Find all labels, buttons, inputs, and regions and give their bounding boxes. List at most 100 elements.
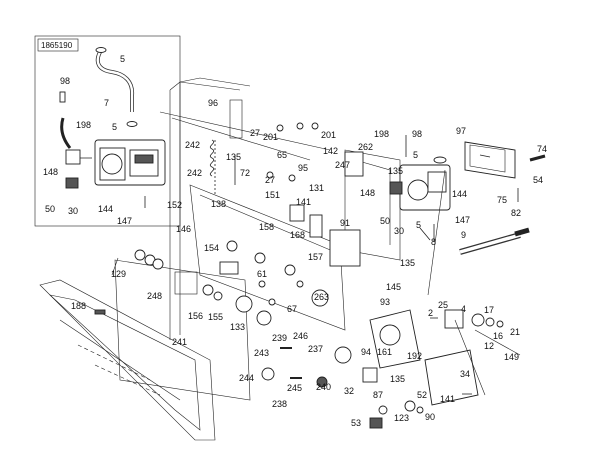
part-label: 54 (533, 175, 543, 185)
part-label: 98 (412, 129, 422, 139)
part-label: 237 (308, 344, 323, 354)
part-label: 17 (484, 305, 494, 315)
part-label: 248 (147, 291, 162, 301)
inset-gas-pipe-inner (96, 51, 134, 112)
part-label: 27 (265, 175, 275, 185)
part-label: 192 (407, 351, 422, 361)
part-label: 4 (461, 304, 466, 314)
part-label: 158 (259, 222, 274, 232)
ref-code-box (37, 38, 79, 52)
part-label: 147 (455, 215, 470, 225)
part-label: 240 (316, 382, 331, 392)
part-label: 87 (373, 390, 383, 400)
part-label: 5 (416, 220, 421, 230)
cover-plate-34 (424, 349, 479, 406)
chassis-frame (169, 77, 251, 340)
part-label: 135 (226, 152, 241, 162)
part-label: 147 (117, 216, 132, 226)
part-label: 144 (98, 204, 113, 214)
part-label: 155 (208, 312, 223, 322)
part-label: 52 (417, 390, 427, 400)
inset-pilot-tube (60, 117, 72, 149)
inset-gas-valve (65, 139, 166, 189)
part-label: 30 (394, 226, 404, 236)
part-label: 30 (68, 206, 78, 216)
part-label: 201 (263, 132, 278, 142)
fascia-panel (189, 184, 346, 331)
part-label: 263 (314, 292, 329, 302)
part-label: 242 (187, 168, 202, 178)
part-label: 53 (351, 418, 361, 428)
part-label: 146 (176, 224, 191, 234)
part-label: 142 (323, 146, 338, 156)
part-label: 74 (537, 144, 547, 154)
part-label: 156 (188, 311, 203, 321)
fittings-8 (419, 224, 435, 242)
part-label: 131 (309, 183, 324, 193)
part-label: 141 (440, 394, 455, 404)
part-label: 2 (428, 308, 433, 318)
front-cover (39, 279, 216, 441)
part-label: 8 (431, 237, 436, 247)
part-label: 123 (394, 413, 409, 423)
part-label: 75 (497, 195, 507, 205)
part-label: 34 (460, 369, 470, 379)
part-label: 239 (272, 333, 287, 343)
part-label: 245 (287, 383, 302, 393)
part-label: 82 (511, 208, 521, 218)
part-label: 135 (388, 166, 403, 176)
part-label: 93 (380, 297, 390, 307)
leader-lines (159, 111, 521, 396)
ref-code: 1865190 (41, 41, 73, 50)
pump-unit (334, 309, 421, 383)
gas-valve-main (389, 135, 451, 211)
part-label: 72 (240, 168, 250, 178)
inset-washer-lower (126, 121, 138, 127)
inset-washer (95, 47, 107, 53)
part-label: 148 (360, 188, 375, 198)
knob-133 (235, 295, 253, 313)
bottom-parts (261, 347, 472, 429)
part-label: 138 (211, 199, 226, 209)
pin-74 (529, 154, 546, 162)
part-label: 133 (230, 322, 245, 332)
part-label: 5 (112, 122, 117, 132)
part-label: 27 (250, 128, 260, 138)
part-label: 152 (167, 200, 182, 210)
part-label: 145 (386, 282, 401, 292)
part-label: 243 (254, 348, 269, 358)
vertical-tubes (209, 99, 243, 195)
part-label: 135 (390, 374, 405, 384)
part-label: 65 (277, 150, 287, 160)
part-label: 154 (204, 243, 219, 253)
part-label: 262 (358, 142, 373, 152)
part-label: 32 (344, 386, 354, 396)
part-label: 247 (335, 160, 350, 170)
part-label: 238 (272, 399, 287, 409)
part-label: 7 (104, 98, 109, 108)
control-panel (111, 257, 251, 401)
part-label: 168 (290, 230, 305, 240)
knob-155 (256, 310, 272, 326)
pump-detail-right (430, 309, 504, 329)
inset-frame (34, 35, 181, 227)
inset-gas-pipe (95, 51, 135, 112)
part-label: 148 (43, 167, 58, 177)
part-label: 129 (111, 269, 126, 279)
part-label: 97 (456, 126, 466, 136)
part-label: 151 (265, 190, 280, 200)
part-label: 241 (172, 337, 187, 347)
part-label: 135 (400, 258, 415, 268)
part-label: 188 (71, 301, 86, 311)
part-label: 5 (413, 150, 418, 160)
part-label: 94 (361, 347, 371, 357)
mid-parts (266, 122, 323, 238)
pipe-82 (459, 227, 530, 255)
part-label: 50 (380, 216, 390, 226)
part-label: 198 (76, 120, 91, 130)
part-label: 50 (45, 204, 55, 214)
part-label: 242 (185, 140, 200, 150)
